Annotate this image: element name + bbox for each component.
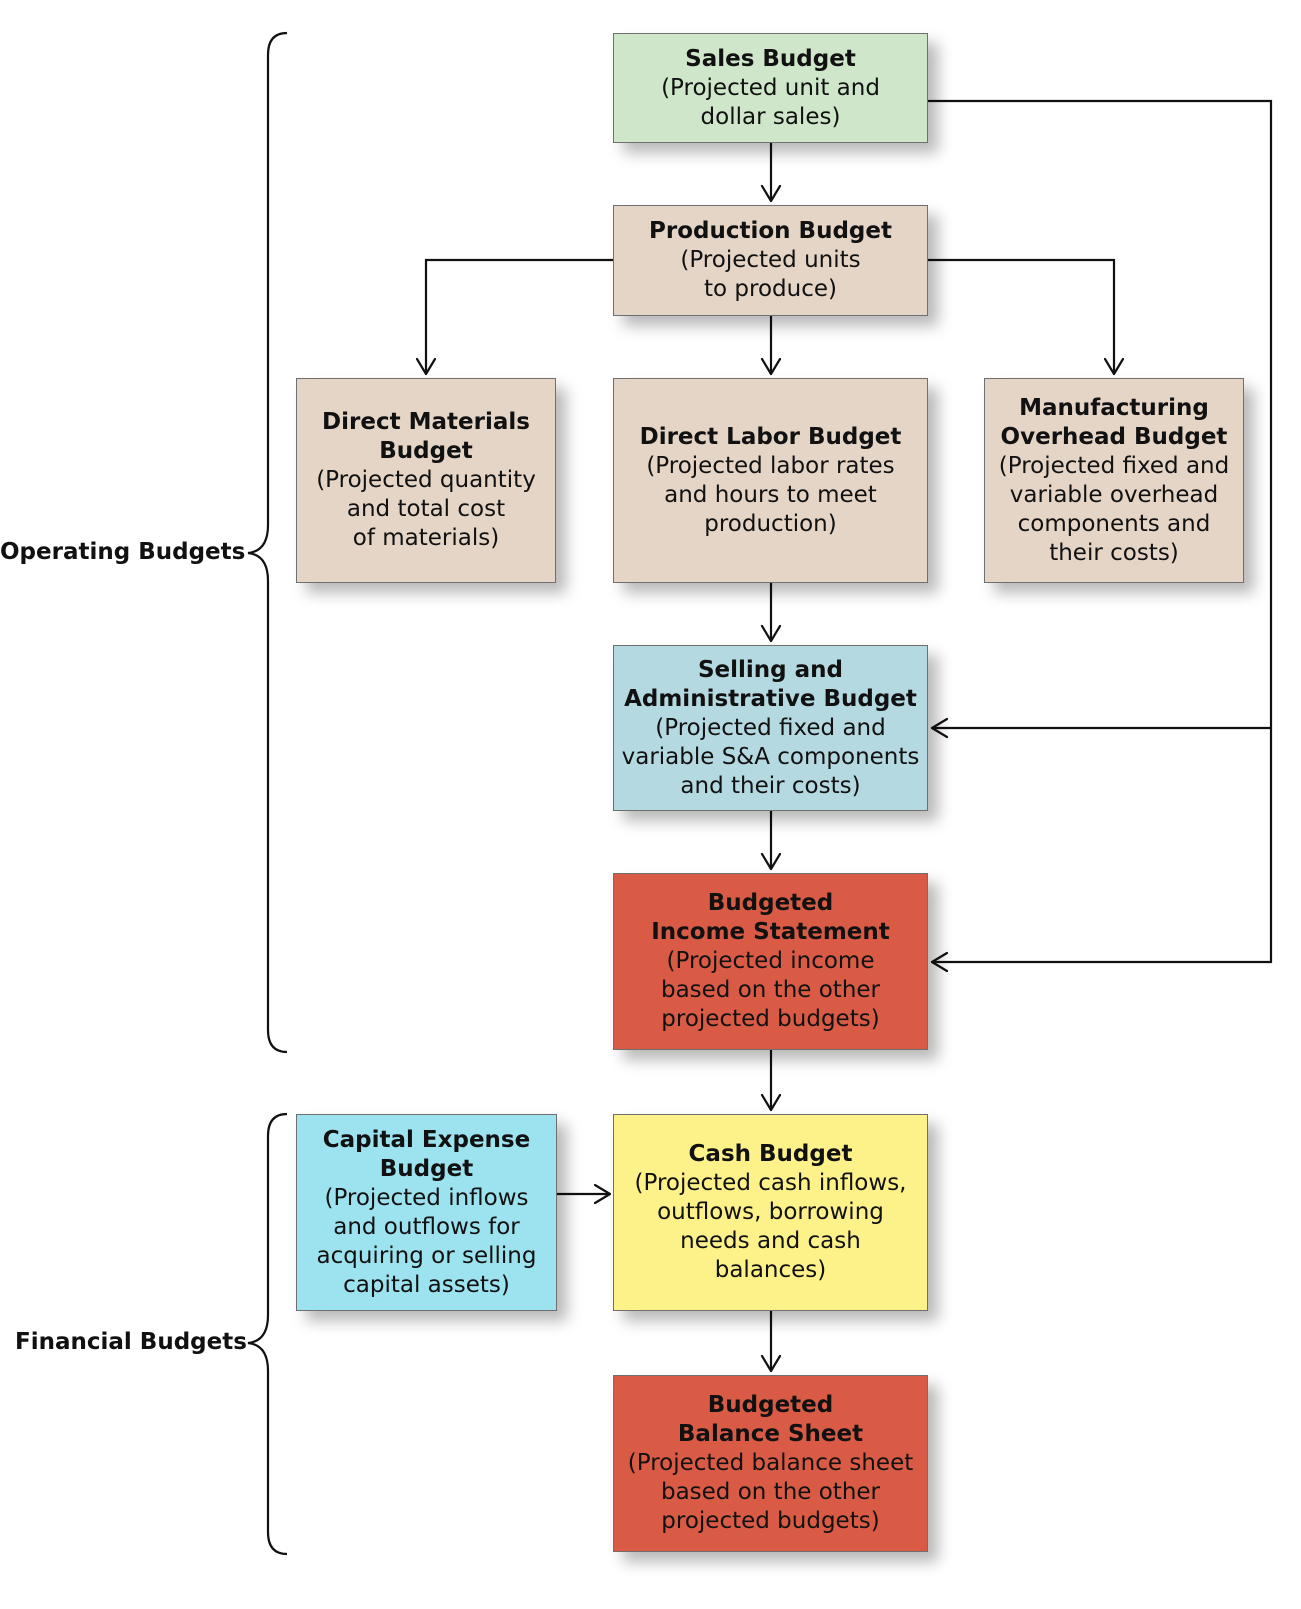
production-budget-title: Production Budget — [649, 218, 892, 244]
capital-expense-budget-title: Capital Expense Budget — [322, 1126, 531, 1182]
production-budget-box: Production Budget (Projected units to pr… — [613, 205, 928, 316]
budgeted-balance-sheet-box: Budgeted Balance Sheet (Projected balanc… — [613, 1375, 928, 1552]
budgeted-income-statement-title: Budgeted Income Statement — [651, 890, 890, 945]
arrowhead — [760, 184, 782, 203]
direct-labor-budget-desc: (Projected labor rates and hours to meet… — [646, 452, 895, 537]
selling-admin-budget-box: Selling and Administrative Budget (Proje… — [613, 645, 928, 811]
budgeted-income-statement-box: Budgeted Income Statement (Projected inc… — [613, 873, 928, 1050]
arrow-production-materials — [424, 258, 613, 373]
direct-materials-budget-title: Direct Materials Budget — [322, 409, 530, 464]
budgeted-income-statement-desc: (Projected income based on the other pro… — [660, 948, 881, 1032]
financial-bracket — [247, 1112, 288, 1556]
arrow-production-overhead — [928, 258, 1116, 373]
direct-materials-budget-desc: (Projected quantity and total cost of ma… — [316, 467, 536, 551]
arrowhead — [1103, 357, 1125, 376]
arrowhead — [760, 852, 782, 871]
financial-budgets-label: Financial Budgets — [15, 1329, 247, 1355]
direct-labor-budget-box: Direct Labor Budget (Projected labor rat… — [613, 378, 928, 583]
sales-budget-title: Sales Budget — [685, 45, 856, 72]
budgeted-balance-sheet-desc: (Projected balance sheet based on the ot… — [627, 1450, 914, 1534]
arrowhead — [760, 1354, 782, 1373]
arrow-sales-right-line — [928, 99, 1273, 964]
selling-admin-budget-title: Selling and Administrative Budget — [624, 656, 917, 712]
cash-budget-title: Cash Budget — [688, 1141, 853, 1167]
arrowhead — [593, 1183, 612, 1205]
cash-budget-desc: (Projected cash inflows, outflows, borro… — [634, 1170, 907, 1283]
direct-materials-budget-box: Direct Materials Budget (Projected quant… — [296, 378, 556, 583]
arrowhead — [760, 357, 782, 376]
cash-budget-box: Cash Budget (Projected cash inflows, out… — [613, 1114, 928, 1311]
direct-labor-budget-title: Direct Labor Budget — [639, 423, 902, 450]
sales-budget-box: Sales Budget (Projected unit and dollar … — [613, 33, 928, 143]
arrowhead — [930, 717, 949, 739]
arrowhead — [415, 357, 437, 376]
manufacturing-overhead-budget-title: Manufacturing Overhead Budget — [1000, 394, 1228, 450]
capital-expense-budget-box: Capital Expense Budget (Projected inflow… — [296, 1114, 557, 1311]
budgeted-balance-sheet-title: Budgeted Balance Sheet — [677, 1392, 864, 1447]
selling-admin-budget-desc: (Projected fixed and variable S&A compon… — [621, 714, 920, 799]
operating-budgets-label: Operating Budgets — [0, 539, 246, 565]
production-budget-desc: (Projected units to produce) — [680, 247, 861, 302]
operating-bracket — [247, 31, 288, 1054]
manufacturing-overhead-budget-desc: (Projected fixed and variable overhead c… — [998, 452, 1230, 566]
arrowhead — [930, 951, 949, 973]
manufacturing-overhead-budget-box: Manufacturing Overhead Budget (Projected… — [984, 378, 1244, 583]
sales-budget-desc: (Projected unit and dollar sales) — [661, 74, 880, 130]
capital-expense-budget-desc: (Projected inflows and outflows for acqu… — [316, 1184, 537, 1298]
arrowhead — [760, 1093, 782, 1112]
arrowhead — [760, 624, 782, 643]
